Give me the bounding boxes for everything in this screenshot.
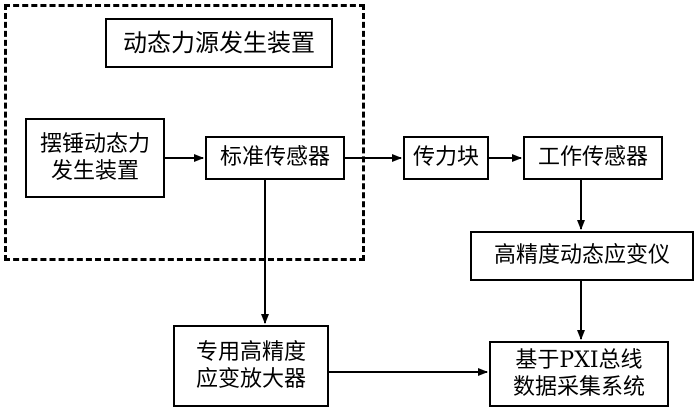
standard-sensor: 标准传感器 <box>205 136 345 180</box>
dedicated-strain-amplifier: 专用高精度 应变放大器 <box>173 325 329 407</box>
group-title: 动态力源发生装置 <box>105 18 333 68</box>
high-precision-dynamic-strain-meter: 高精度动态应变仪 <box>470 231 694 281</box>
pendulum-force-generator: 摆锤动态力 发生装置 <box>25 118 165 198</box>
dynamic-force-source-group <box>4 4 365 261</box>
working-sensor: 工作传感器 <box>523 136 663 180</box>
force-transmission-block: 传力块 <box>403 136 489 180</box>
pxi-data-acquisition-system: 基于PXI总线 数据采集系统 <box>489 341 669 407</box>
